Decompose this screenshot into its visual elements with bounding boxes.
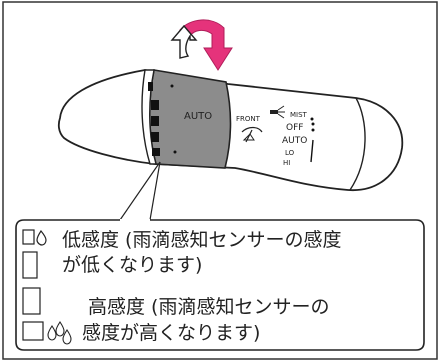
mode-auto: AUTO [282, 136, 308, 146]
ring-inner-collar [141, 69, 157, 165]
high-sensitivity-line2: 感度が高くなります) [82, 322, 261, 344]
setting-mark [148, 82, 153, 91]
rotation-arrow-outline-icon [170, 24, 198, 59]
step-low [22, 229, 35, 245]
mode-bar [310, 139, 314, 163]
low-sensitivity-line1: 低感度 (雨滴感知センサーの感度 [62, 229, 342, 251]
step-3 [22, 287, 41, 315]
mode-dot [311, 122, 315, 126]
callout-line [149, 161, 161, 221]
mode-lo: LO [285, 149, 295, 157]
legend-box [15, 219, 425, 351]
auto-sensitivity-label: AUTO [184, 111, 213, 122]
setting-mark [151, 116, 159, 126]
front-washer-icon [270, 105, 285, 119]
droplet-large-icon [47, 321, 72, 345]
droplet-small-icon [36, 229, 47, 246]
high-sensitivity-line1: 高感度 (雨滴感知センサーの [88, 296, 330, 318]
front-label: FRONT [236, 115, 260, 123]
low-sensitivity-line2: が低くなります) [62, 254, 203, 276]
mode-hi: HI [283, 159, 291, 167]
step-high [22, 321, 44, 341]
ring-dot [170, 84, 174, 88]
step-2 [22, 251, 38, 279]
windshield-wiper-icon [241, 126, 263, 143]
rotation-arrow-icon [179, 19, 233, 71]
callout-line [119, 161, 161, 221]
mode-off: OFF [286, 123, 304, 133]
mode-dot [311, 128, 315, 132]
setting-mark [152, 148, 160, 156]
setting-mark [151, 132, 159, 142]
setting-mark [151, 100, 159, 110]
mode-dot [310, 117, 314, 121]
stalk-end-edge [349, 97, 366, 191]
ring-dot [173, 150, 177, 154]
mode-mist: MIST [290, 111, 307, 119]
